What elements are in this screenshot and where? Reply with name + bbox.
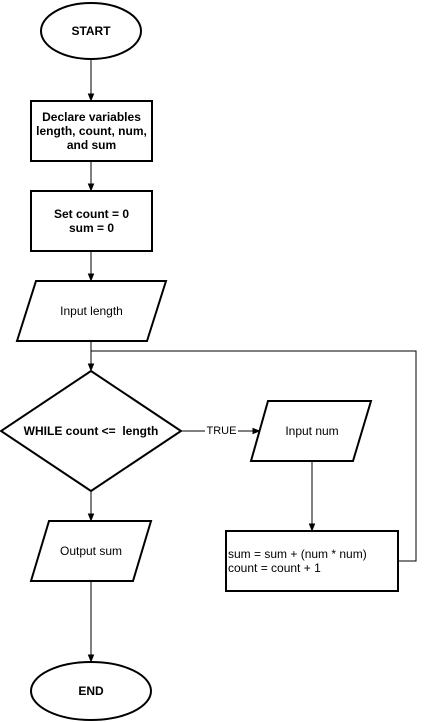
end-label: END <box>78 684 104 698</box>
loop-body-line-1: sum = sum + (num * num) <box>228 547 367 561</box>
output-sum-label: Output sum <box>59 544 123 558</box>
declare-label-line-2: length, count, num, <box>36 124 147 138</box>
init-process-box <box>30 190 153 252</box>
declare-label-line-1: Declare variables <box>42 110 141 124</box>
loop-body-label: sum = sum + (num * num) count = count + … <box>228 547 396 575</box>
output-sum-parallelogram <box>29 520 153 582</box>
init-label-line-1: Set count = 0 <box>53 207 130 221</box>
true-label: TRUE <box>205 424 238 438</box>
declare-label-line-3: and sum <box>66 138 117 152</box>
input-length-label: Input length <box>60 304 123 318</box>
start-label: START <box>71 24 111 38</box>
end-terminal <box>30 661 152 721</box>
decision-label: WHILE count <= length <box>23 424 159 438</box>
init-label-line-2: sum = 0 <box>68 221 115 235</box>
input-num-label: Input num <box>285 424 339 438</box>
arrow-loop-back-to-decision <box>91 350 417 562</box>
input-length-parallelogram <box>15 280 168 342</box>
declare-label: Declare variables length, count, num, an… <box>31 110 152 152</box>
init-label: Set count = 0 sum = 0 <box>31 207 152 235</box>
loop-body-line-2: count = count + 1 <box>228 561 321 575</box>
input-num-parallelogram <box>249 400 373 462</box>
declare-process-box <box>30 100 153 162</box>
